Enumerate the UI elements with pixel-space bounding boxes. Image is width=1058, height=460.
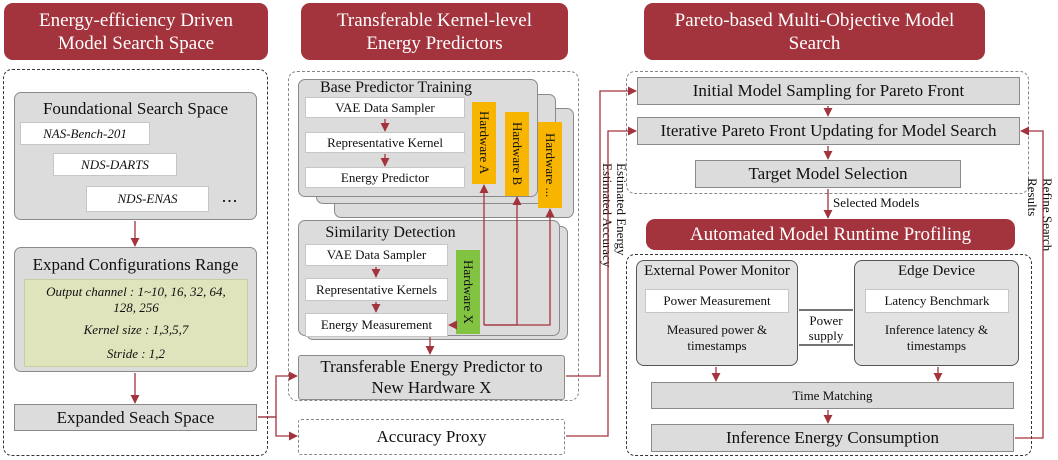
inference-energy-consumption: Inference Energy Consumption [651,424,1014,452]
config-kernel-size: Kernel size : 1,3,5,7 [83,322,189,337]
arrow-consumption-refine [1015,126,1044,439]
hardware-x-tag: Hardware X [456,250,480,334]
arrow-measure-to-hw-b [484,196,522,326]
refine-search-label: Refine Search Results [1025,178,1055,252]
estimated-energy-label: Estimated Energy [614,163,629,256]
hardware-b-tag: Hardware B [505,112,529,196]
edge-device-title: Edge Device [897,263,976,279]
nds-enas-item: NDS-ENAS [86,186,209,212]
expanded-search-space: Expanded Seach Space [14,404,257,431]
measured-power-text: Measured power & timestamps [666,322,768,353]
transferable-predictor [298,355,565,400]
time-matching: Time Matching [651,382,1014,409]
profiling-panel [626,254,1032,456]
foundational-title: Foundational Search Space [42,99,229,118]
arrow-expanded-to-proxy [258,416,298,441]
latency-benchmark: Latency Benchmark [865,289,1009,313]
profiling-banner: Automated Model Runtime Profiling [646,219,1015,250]
transferable-predictor-label: Transferable Energy Predictor to New Har… [320,357,543,397]
more-items-ellipsis: ... [221,186,239,206]
predictors-panel [288,71,579,401]
hardware-a-label: Hardware A [477,111,492,175]
search-space-banner: Energy-efficiency Driven Model Search Sp… [4,3,268,60]
nds-darts-item: NDS-DARTS [53,153,177,176]
power-supply: Power supply [798,310,854,345]
hardware-b-label: Hardware B [510,122,525,186]
base-vae-sampler: VAE Data Sampler [305,97,465,118]
pareto-search-banner: Pareto-based Multi-Objective Model Searc… [644,3,985,60]
config-output-channel-2: 128, 256 [113,300,159,315]
config-output-channel-1: Output channel : 1~10, 16, 32, 64, [46,284,226,299]
selected-models-label: Selected Models [833,195,920,210]
arrow-measure-to-hw-more [484,208,555,326]
power-monitor-box [636,260,798,366]
arrow-proxy-to-iterative [566,126,637,437]
arrow-expanded-to-transfer [258,371,298,418]
base-representative-kernel: Representative Kernel [305,132,465,153]
power-measurement: Power Measurement [645,289,789,313]
expand-title: Expand Configurations Range [32,255,239,274]
iterative-pareto-updating: Iterative Pareto Front Updating for Mode… [637,117,1020,145]
hardware-more-tag: Hardware ... [538,122,562,208]
hardware-x-label: Hardware X [461,260,476,324]
base-predictor-title: Base Predictor Training [320,79,472,96]
config-stride: Stride : 1,2 [106,346,166,361]
inference-latency-text: Inference latency & timestamps [884,322,989,353]
similarity-title: Similarity Detection [325,224,456,241]
edge-device-box [854,260,1019,366]
nas-bench-201-item: NAS-Bench-201 [20,122,150,145]
search-space-panel [3,69,268,456]
arrow-transfer-to-initial [566,86,637,377]
power-monitor-title: External Power Monitor [644,263,790,279]
accuracy-proxy: Accuracy Proxy [298,419,565,455]
base-energy-predictor: Energy Predictor [305,167,465,188]
similarity-representative-kernels: Representative Kernels [305,278,448,301]
initial-model-sampling: Initial Model Sampling for Pareto Front [637,77,1020,105]
hardware-a-tag: Hardware A [472,102,496,184]
similarity-energy-measurement: Energy Measurement [305,313,448,337]
config-box [24,279,248,367]
energy-predictors-banner: Transferable Kernel-level Energy Predict… [301,3,568,60]
target-model-selection: Target Model Selection [695,160,961,188]
similarity-vae-sampler: VAE Data Sampler [305,244,448,266]
hardware-more-label: Hardware ... [543,132,558,198]
